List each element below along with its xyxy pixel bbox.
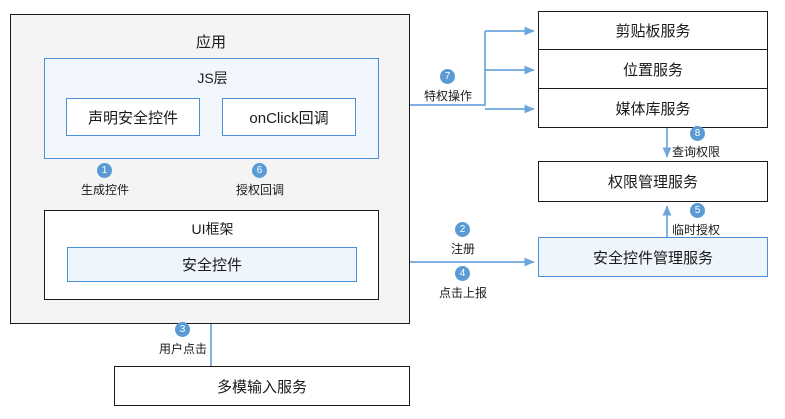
flow-label-4: 点击上报 [438, 286, 487, 300]
flow-badge-2: 2 [455, 222, 470, 237]
permission-management-service-box: 权限管理服务 [538, 161, 768, 202]
flow-label-8: 查询权限 [672, 145, 721, 159]
flow-badge-5: 5 [690, 203, 705, 218]
flow-label-5: 临时授权 [672, 223, 721, 237]
flow-label-7: 特权操作 [423, 89, 472, 103]
flow-badge-1: 1 [97, 163, 112, 178]
secure-control-box: 安全控件 [67, 247, 357, 282]
flow-label-2: 注册 [450, 242, 475, 256]
flow-badge-8: 8 [690, 126, 705, 141]
flow-badge-7: 7 [440, 69, 455, 84]
ui-framework-title: UI框架 [191, 221, 234, 237]
app-title: 应用 [195, 34, 226, 51]
media-library-service-box: 媒体库服务 [538, 89, 768, 128]
flow-label-1: 生成控件 [80, 183, 129, 197]
onclick-callback-box: onClick回调 [222, 98, 356, 136]
flow-label-6: 授权回调 [235, 183, 284, 197]
declare-secure-control-box: 声明安全控件 [66, 98, 200, 136]
flow-badge-4: 4 [455, 266, 470, 281]
secure-control-manager-service-box: 安全控件管理服务 [538, 237, 768, 277]
js-layer-title: JS层 [197, 70, 228, 86]
multimodal-input-service-box: 多模输入服务 [114, 366, 410, 406]
flow-badge-3: 3 [175, 322, 190, 337]
clipboard-service-box: 剪贴板服务 [538, 11, 768, 50]
flow-badge-6: 6 [252, 163, 267, 178]
flow-label-3: 用户点击 [158, 342, 207, 356]
location-service-box: 位置服务 [538, 50, 768, 89]
